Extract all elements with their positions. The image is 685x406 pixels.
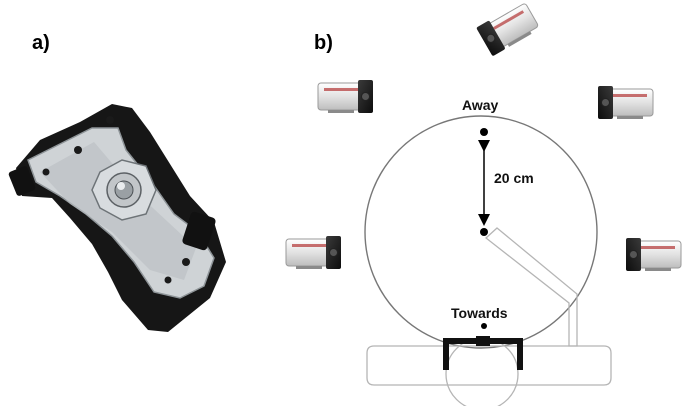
panel-b-label: b) [314,32,333,54]
distance-label: 20 cm [494,170,534,186]
workspace-circle [364,115,598,349]
arm-outline [484,227,578,347]
screw-hole [164,276,172,284]
video-camera-icon [625,237,682,272]
screw-hole [182,258,190,266]
video-camera-icon [475,0,541,57]
towards-label: Towards [451,305,508,321]
video-camera-icon [285,235,342,270]
table-outline [366,345,612,386]
away-label: Away [462,97,499,113]
video-camera-icon [597,85,654,120]
screw-hole [74,146,82,154]
fixation-bracket [443,336,523,370]
video-camera-icon [317,79,374,114]
towards-target [481,323,487,329]
screw-hole [106,116,114,124]
setup-diagram: Away 20 cm Towards [285,0,682,406]
screw-hole [42,168,50,176]
hand-device-photo [8,104,226,332]
away-target [480,128,488,136]
start-target [480,228,488,236]
panel-a-label: a) [32,32,50,54]
